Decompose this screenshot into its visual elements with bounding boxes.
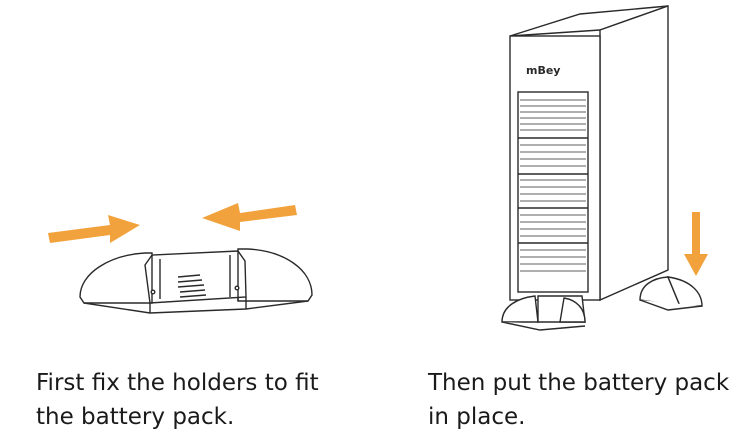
battery-pack-illustration: mBey — [490, 0, 720, 345]
step-caption-fix-holders: First fix the holders to fit the battery… — [36, 366, 319, 434]
caption-line: First fix the holders to fit — [36, 370, 319, 396]
arrow-right-icon — [48, 215, 140, 243]
holder-feet — [501, 276, 703, 331]
brand-label: mBey — [526, 64, 560, 77]
caption-line: the battery pack. — [36, 404, 235, 430]
holder-base — [79, 248, 313, 314]
battery-pack — [509, 5, 669, 302]
holders-illustration — [40, 185, 350, 325]
arrow-left-icon — [202, 203, 297, 231]
arrow-down-icon — [684, 212, 708, 276]
caption-line: in place. — [428, 404, 526, 430]
step-caption-place-battery: Then put the battery pack in place. — [428, 366, 729, 434]
caption-line: Then put the battery pack — [428, 370, 730, 396]
